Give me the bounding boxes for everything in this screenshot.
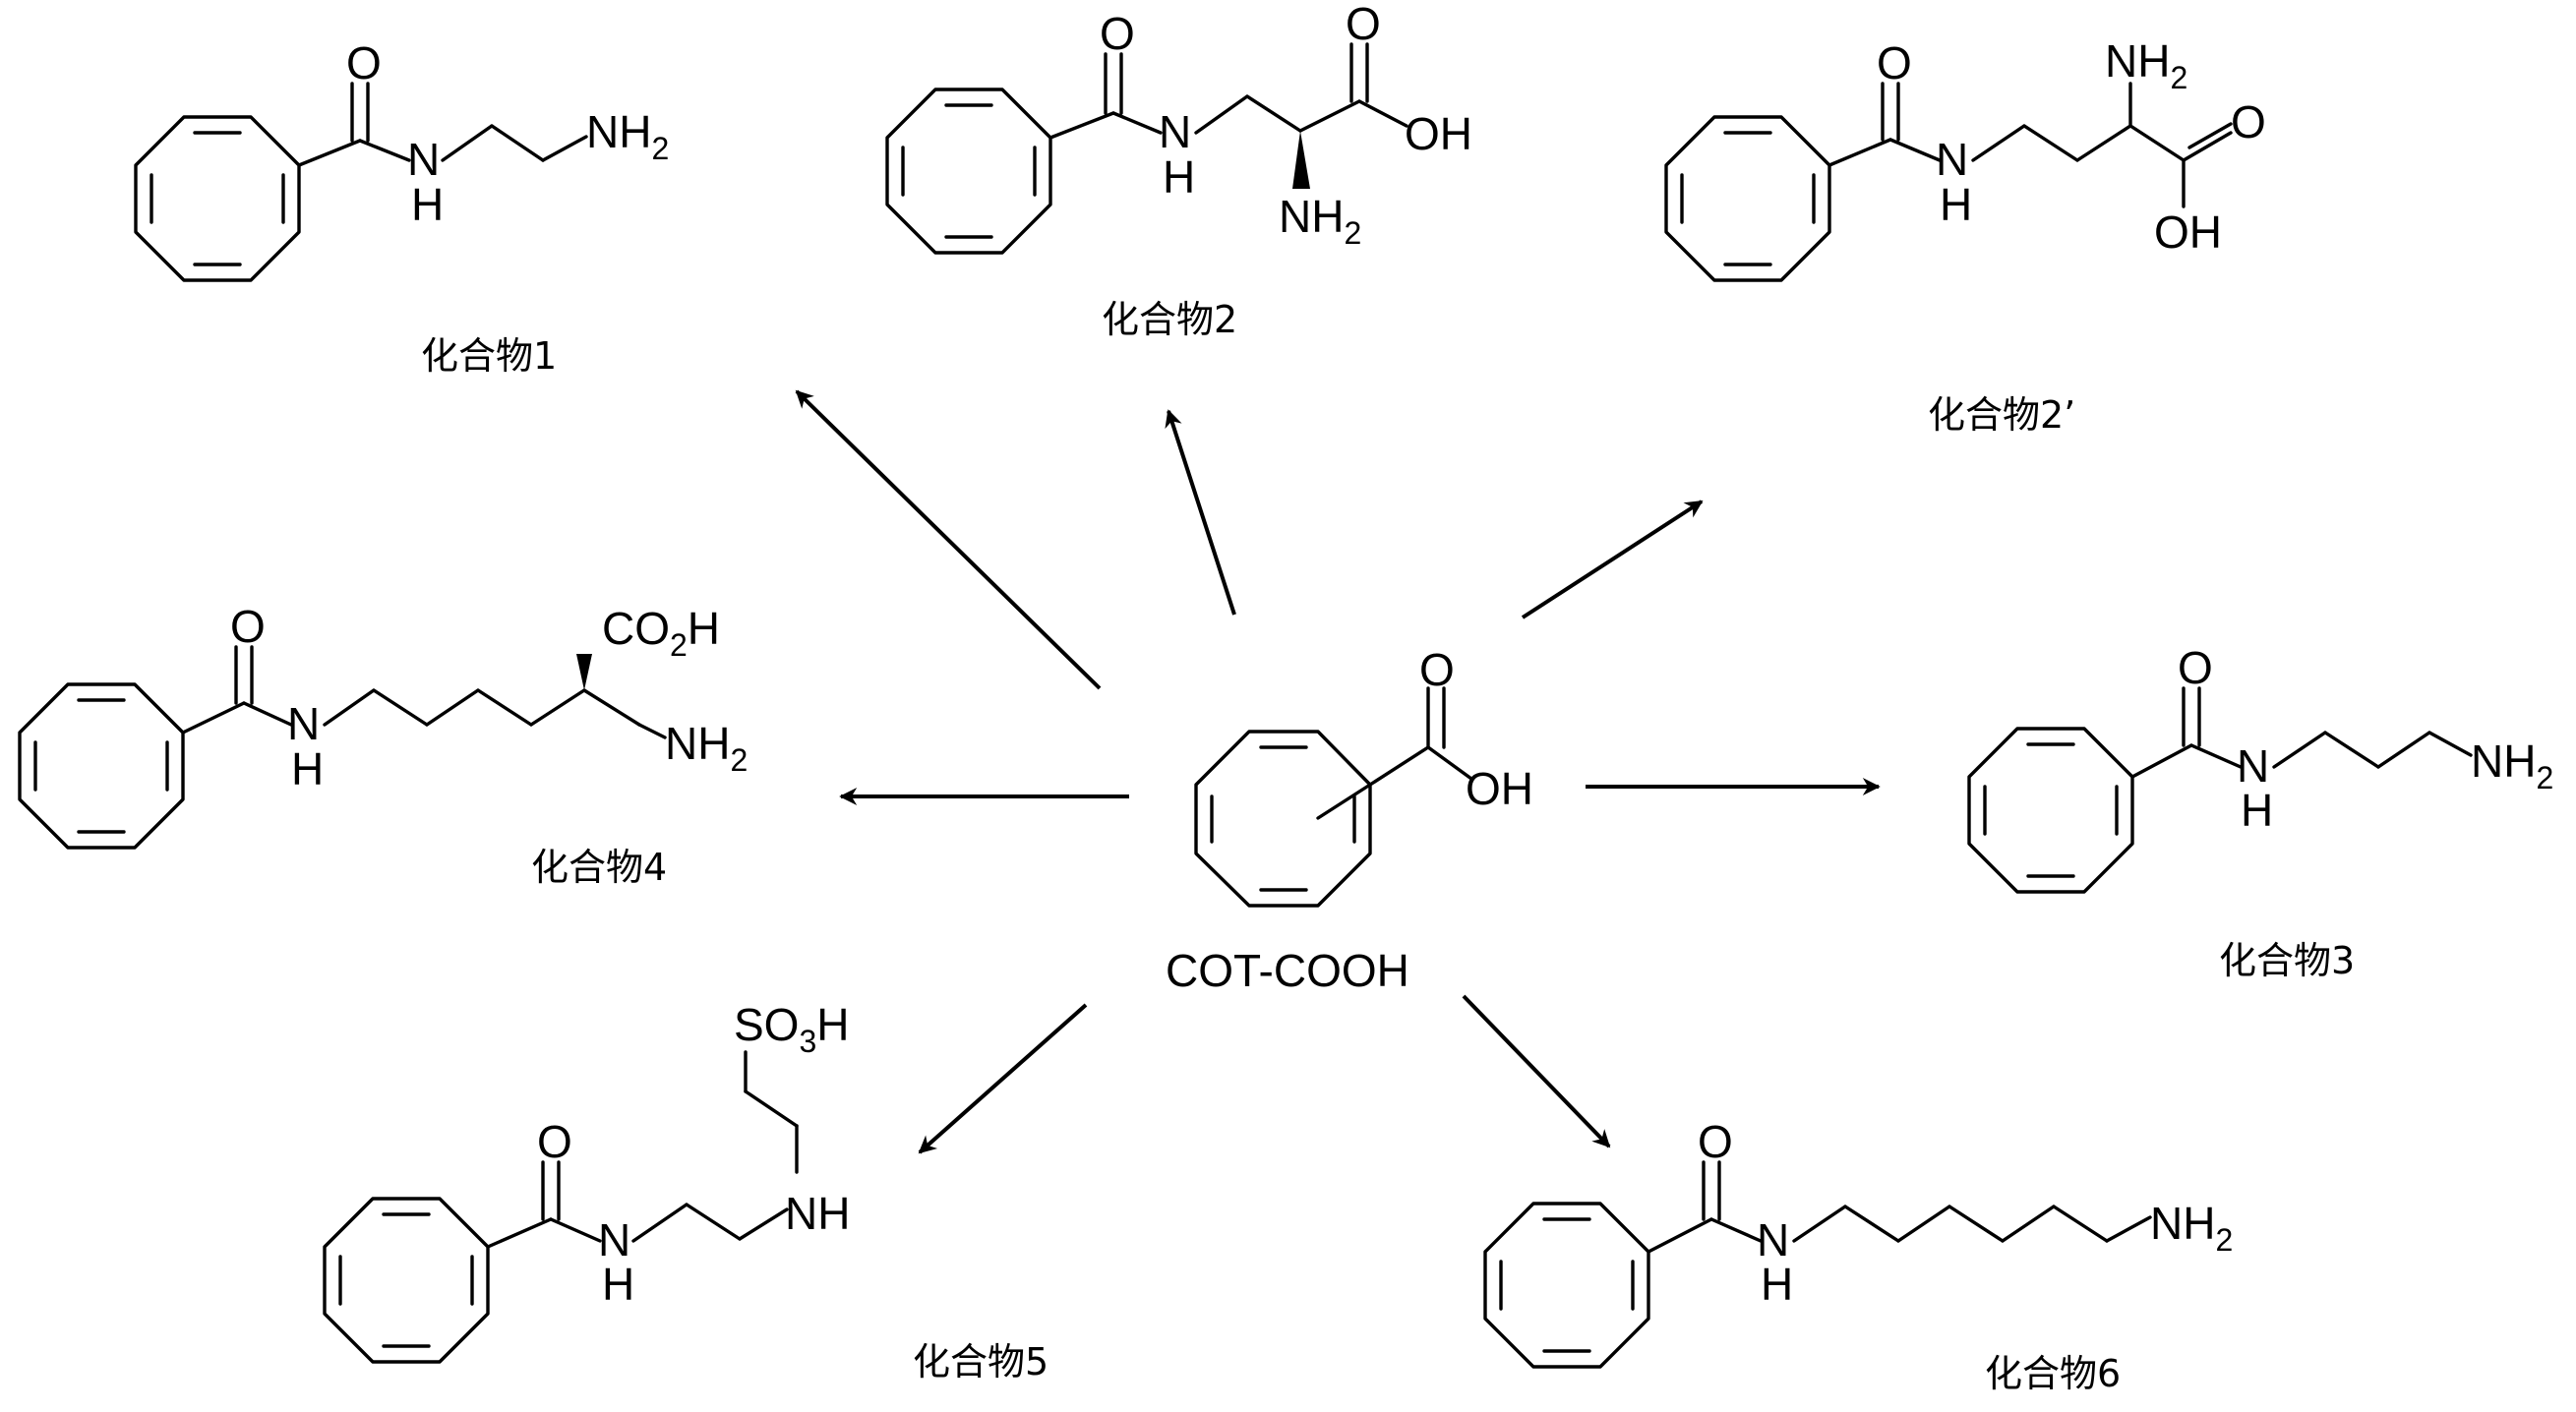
compound-3: O N H NH2 化合物3 [1969, 642, 2553, 982]
atom-nitrogen: N [407, 134, 440, 185]
atom-nitrogen: N [1159, 106, 1191, 157]
atom-amine: NH2 [1279, 191, 1361, 251]
atom-amine: NH2 [2471, 735, 2553, 795]
atom-oxygen: O [230, 601, 266, 652]
compound-2-prime: O N H NH2 O OH 化合物2’ [1666, 35, 2266, 437]
atom-hydrogen: H [291, 743, 324, 794]
arrow-to-compound-2 [1168, 411, 1234, 615]
atom-oxygen: O [537, 1116, 572, 1167]
atom-sulfonic-acid: SO3H [734, 999, 850, 1059]
arrow-to-compound-5 [920, 1005, 1086, 1152]
arrow-to-compound-6 [1464, 996, 1609, 1147]
atom-oxygen: O [1100, 8, 1135, 59]
atom-hydroxyl: OH [2154, 206, 2222, 258]
arrow-to-compound-1 [797, 391, 1100, 688]
caption-compound-4: 化合物4 [531, 846, 667, 889]
atom-carboxylic-acid: CO2H [602, 603, 720, 663]
atom-oxygen: O [1419, 644, 1455, 695]
compound-5: O N H NH SO3H 化合物5 [325, 999, 1048, 1383]
wedge-bond [1292, 131, 1310, 189]
caption-compound-5: 化合物5 [913, 1340, 1048, 1383]
caption-compound-2prime: 化合物2’ [1928, 393, 2075, 437]
compound-1: O N H NH2 化合物1 [136, 37, 669, 378]
compound-2: O O OH N H NH2 化合物2 [887, 0, 1472, 341]
atom-oxygen: O [1698, 1116, 1733, 1167]
reaction-arrows [797, 391, 1879, 1152]
atom-hydrogen: H [1761, 1259, 1793, 1310]
atom-oxygen: O [2231, 96, 2266, 147]
atom-oxygen: O [1877, 37, 1912, 88]
atom-oxygen: O [346, 37, 382, 88]
atom-oxygen: O [2178, 642, 2213, 693]
atom-amine: NH2 [586, 106, 669, 166]
atom-hydroxyl: OH [1405, 108, 1472, 159]
caption-compound-6: 化合物6 [1985, 1352, 2121, 1395]
compound-4: O N H CO2H NH2 化合物4 [20, 601, 748, 889]
atom-hydroxyl: OH [1466, 763, 1533, 814]
caption-compound-3: 化合物3 [2219, 939, 2355, 982]
wedge-bond [576, 654, 592, 690]
atom-nitrogen: N [1936, 134, 1968, 185]
atom-hydrogen: H [602, 1259, 634, 1310]
atom-hydrogen: H [1940, 179, 1972, 230]
atom-amine: NH2 [2105, 35, 2187, 95]
center-label: COT-COOH [1166, 945, 1409, 996]
atom-oxygen: O [1346, 0, 1381, 49]
atom-amine: NH2 [2150, 1198, 2233, 1258]
atom-secondary-amine: NH [785, 1188, 850, 1239]
compound-6: O N H NH2 化合物6 [1485, 1116, 2233, 1395]
atom-hydrogen: H [1163, 151, 1195, 203]
arrow-to-compound-2prime [1523, 501, 1702, 618]
atom-nitrogen: N [287, 698, 320, 749]
caption-compound-1: 化合物1 [421, 334, 557, 378]
center-compound-cot-cooh: O OH COT-COOH [1166, 644, 1533, 996]
atom-hydrogen: H [2241, 785, 2273, 836]
atom-hydrogen: H [411, 179, 444, 230]
atom-amine: NH2 [665, 718, 748, 778]
caption-compound-2: 化合物2 [1102, 298, 1237, 341]
